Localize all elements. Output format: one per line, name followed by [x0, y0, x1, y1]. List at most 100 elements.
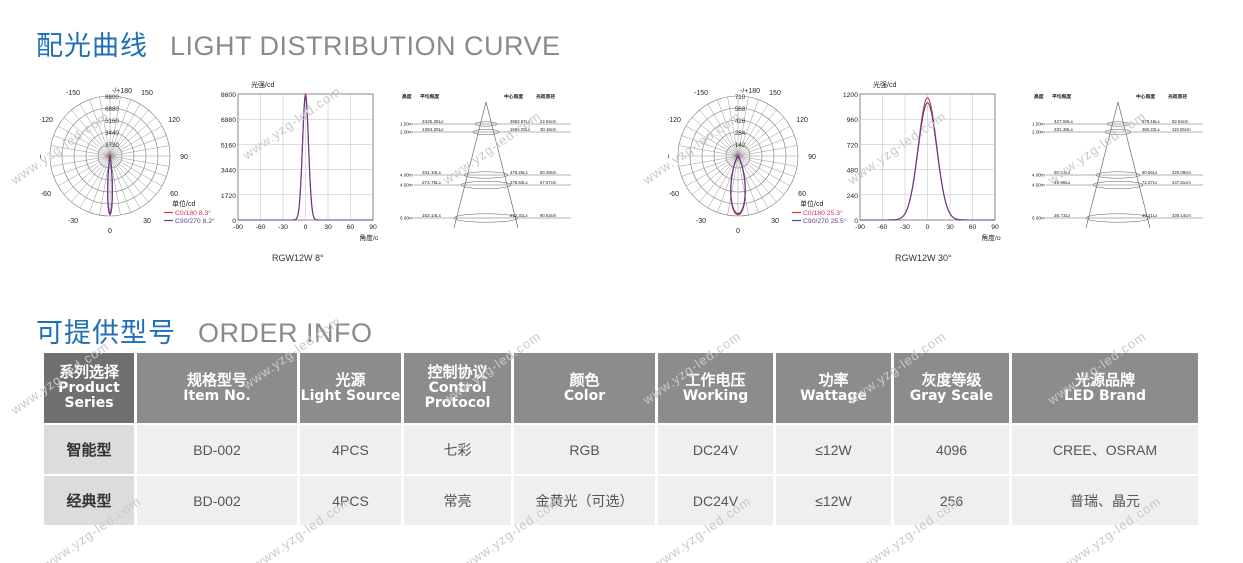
- illum-diameter: 330.14cm: [1172, 213, 1191, 218]
- illum-diameter: 220.09cm: [1172, 170, 1191, 175]
- cartesian-y-tick: 0: [854, 218, 858, 225]
- polar-angle-label: 0: [736, 228, 740, 235]
- polar-angle-label: -30: [68, 218, 78, 225]
- polar-spoke: [53, 135, 111, 157]
- polar-spoke: [737, 155, 777, 203]
- illum-center: 579.16Lx: [1142, 119, 1161, 124]
- polar-angle-label: -90: [40, 154, 41, 161]
- illum-center: 212.31Lx: [510, 213, 529, 218]
- polar-angle-label: 60: [170, 191, 178, 198]
- chart-caption-2: RGW12W 30°: [895, 253, 952, 263]
- illum-header: 平均照度: [1052, 93, 1071, 100]
- table-cell: BD-002: [137, 476, 297, 525]
- polar-spoke: [63, 155, 111, 195]
- illum-spot: [1104, 129, 1132, 135]
- polar-angle-label: 150: [769, 90, 781, 97]
- illum-diameter: 30.16cm: [540, 127, 557, 132]
- polar-spoke: [691, 117, 739, 157]
- cartesian-y-tick: 720: [847, 142, 859, 149]
- light-distribution-title-en: LIGHT DISTRIBUTION CURVE: [170, 31, 561, 61]
- polar-spoke: [109, 155, 163, 187]
- polar-angle-label: -60: [41, 191, 51, 198]
- cartesian-x-tick: 0: [926, 224, 930, 231]
- illum-spot: [463, 171, 509, 179]
- polar-ring-value: 284: [735, 130, 746, 137]
- illum-spot: [1106, 121, 1130, 127]
- polar-ring-value: 8600: [105, 94, 119, 101]
- polar-spoke: [737, 117, 785, 157]
- illum-center: 3953.67Lx: [510, 119, 531, 124]
- illum-center: 475.25Lx: [510, 170, 529, 175]
- polar-ring-value: 5160: [105, 118, 119, 125]
- illum-header: 中心照度: [1136, 93, 1155, 100]
- polar-spoke: [681, 155, 739, 177]
- cartesian-x-tick: -30: [278, 224, 288, 231]
- illum-diameter: 247.61cm: [1172, 180, 1191, 185]
- polar-angle-label: 30: [143, 218, 151, 225]
- table-cell: 七彩: [404, 425, 511, 474]
- polar-angle-label: 90: [808, 154, 816, 161]
- polar-spoke: [737, 109, 777, 157]
- polar-spoke: [109, 155, 141, 209]
- illum-height: 6.00m: [1032, 216, 1045, 221]
- polar-spoke: [737, 155, 769, 209]
- polar-ring-value: 142: [735, 142, 746, 149]
- illum-cone: [485, 101, 519, 229]
- polar-spoke: [707, 155, 739, 209]
- polar-spoke: [691, 155, 739, 195]
- polar-spoke: [53, 155, 111, 177]
- polar-angle-label: -30: [696, 218, 706, 225]
- polar-spoke: [79, 103, 111, 157]
- polar-ring-value: 426: [735, 118, 746, 125]
- order-info-title: 可提供型号 ORDER INFO: [36, 311, 373, 350]
- polar-spoke: [109, 145, 170, 157]
- illum-avg: 1364.20Lx: [422, 127, 444, 132]
- polar-spoke: [727, 155, 739, 216]
- polar-lobe: [107, 155, 113, 215]
- illum-cone: [1117, 101, 1151, 229]
- polar-spoke: [63, 117, 111, 157]
- illum-spot: [472, 129, 500, 135]
- polar-spoke: [57, 155, 111, 187]
- polar-ring-value: 1720: [105, 142, 119, 149]
- polar-spoke: [79, 155, 111, 209]
- light-distribution-title: 配光曲线 LIGHT DISTRIBUTION CURVE: [36, 24, 561, 63]
- cartesian-y-tick: 480: [847, 168, 859, 175]
- polar-angle-label: -120: [40, 117, 53, 124]
- illum-avg: 2425.25Lx: [422, 119, 444, 124]
- polar-angle-label: 120: [168, 117, 180, 124]
- polar-center-label: 0: [107, 153, 111, 160]
- order-info-title-en: ORDER INFO: [198, 318, 373, 348]
- illum-header: 光斑直径: [535, 93, 555, 100]
- polar-spoke: [57, 125, 111, 157]
- polar-spoke: [109, 103, 141, 157]
- cartesian-y-tick: 8600: [221, 92, 236, 99]
- table-cell: 4096: [894, 425, 1009, 474]
- table-cell: DC24V: [658, 476, 773, 525]
- illum-avg: 231.30Lx: [1054, 127, 1074, 132]
- illum-header: 高度: [402, 93, 412, 100]
- polar-spoke: [89, 155, 111, 213]
- polar-spoke: [50, 145, 111, 157]
- polar-spoke: [678, 145, 739, 157]
- polar-spoke: [727, 96, 739, 157]
- illum-spot: [1092, 181, 1144, 189]
- polar-spoke: [99, 96, 111, 157]
- table-cell: RGB: [514, 425, 655, 474]
- illum-cone: [1085, 101, 1119, 229]
- polar-spoke: [109, 155, 170, 167]
- table-cell: ≤12W: [776, 476, 891, 525]
- polar-spoke: [109, 96, 121, 157]
- illum-spot: [453, 213, 519, 223]
- cartesian-x-tick: 60: [347, 224, 355, 231]
